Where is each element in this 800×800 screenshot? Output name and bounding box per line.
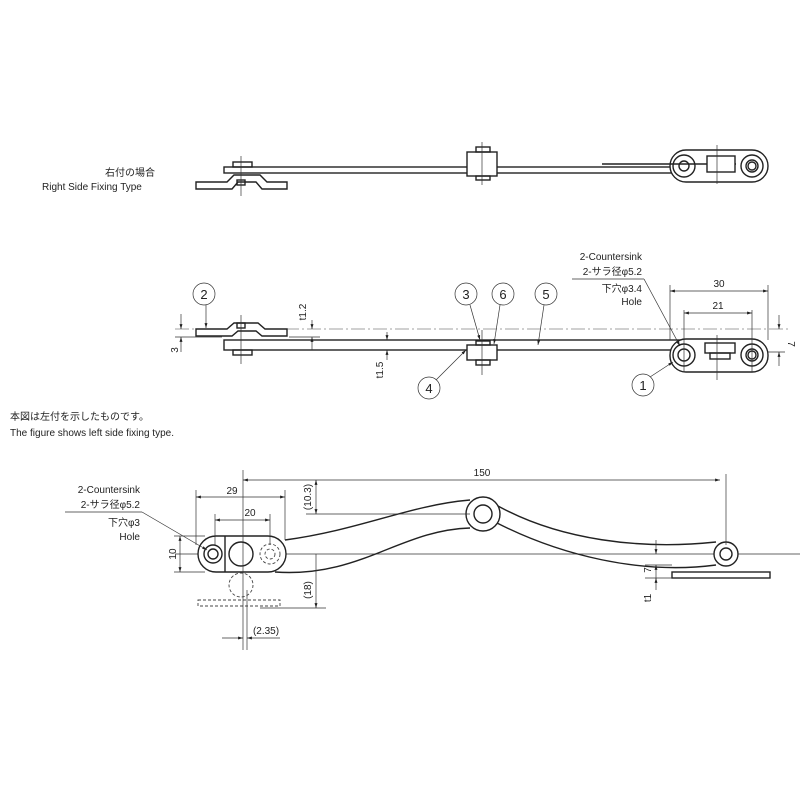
dim-21: 21 [712, 301, 724, 312]
dim-t1: t1 [643, 593, 654, 602]
dim-10-3: (10.3) [303, 484, 314, 510]
dim-10: 10 [168, 548, 179, 560]
plan-view: 150 29 20 10 (10.3) (18) 7 t1 (2.35) 2-C… [65, 468, 800, 650]
right-side-title-jp: 右付の場合 [105, 166, 155, 179]
plan-countersink-en: 2-Countersink [78, 485, 141, 496]
note-jp: 本図は左付を示したものです。 [10, 410, 149, 423]
svg-text:5: 5 [542, 287, 549, 302]
right-side-view: 右付の場合 Right Side Fixing Type [42, 142, 769, 196]
hole-jp: 下穴φ3.4 [602, 282, 643, 295]
hole-en: Hole [621, 297, 642, 308]
plan-hole-jp: 下穴φ3 [108, 516, 140, 529]
dim-t1-5: t1.5 [375, 361, 386, 378]
balloon-3: 3 [454, 282, 481, 341]
dim-3: 3 [170, 347, 181, 353]
balloon-6: 6 [491, 282, 515, 345]
dim-2-35: (2.35) [253, 626, 279, 637]
dim-7-plan: 7 [643, 567, 654, 573]
dim-7: 7 [785, 341, 796, 347]
dim-18: (18) [303, 581, 314, 599]
right-side-title-en: Right Side Fixing Type [42, 182, 142, 193]
dim-20: 20 [244, 508, 256, 519]
plan-hole-en: Hole [119, 532, 140, 543]
balloon-4: 4 [417, 349, 467, 400]
note-en: The figure shows left side fixing type. [10, 428, 174, 439]
plan-countersink-jp: 2-サラ径φ5.2 [81, 498, 141, 511]
countersink-en: 2-Countersink [580, 252, 643, 263]
svg-text:1: 1 [639, 378, 646, 393]
side-view: 30 21 7 3 t1.2 t1.5 2-Countersink 2-サラ径φ… [170, 252, 796, 400]
dim-150: 150 [474, 468, 491, 479]
countersink-jp: 2-サラ径φ5.2 [583, 265, 643, 278]
balloon-5: 5 [534, 282, 558, 346]
dim-30: 30 [713, 279, 725, 290]
dim-29: 29 [226, 486, 238, 497]
svg-text:4: 4 [425, 381, 432, 396]
balloon-2: 2 [192, 282, 216, 328]
svg-text:6: 6 [499, 287, 506, 302]
svg-text:3: 3 [462, 287, 469, 302]
dim-t1-2: t1.2 [298, 303, 309, 320]
svg-text:2: 2 [200, 287, 207, 302]
balloon-1: 1 [631, 361, 674, 397]
